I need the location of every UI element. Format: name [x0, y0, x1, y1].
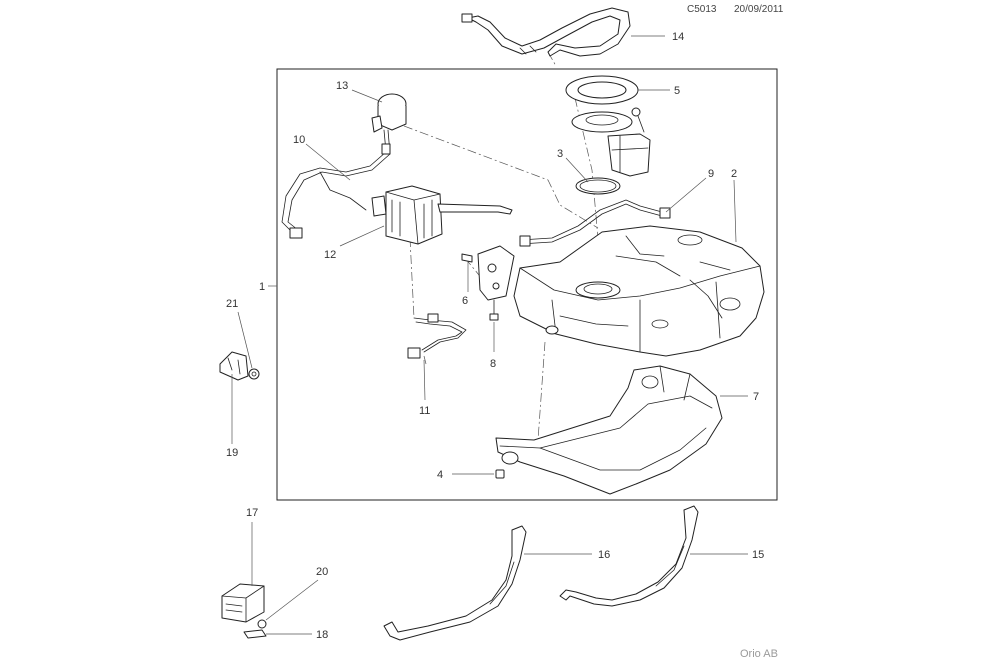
- callout-10: 10: [293, 134, 305, 146]
- callout-8: 8: [490, 358, 496, 370]
- callout-1: 1: [259, 281, 265, 293]
- callout-3: 3: [557, 148, 563, 160]
- heat-shield-part: [495, 365, 723, 495]
- bracket-part: [461, 245, 515, 301]
- fuel-tank-part: [513, 225, 765, 357]
- wiring-harness-part: [281, 129, 391, 239]
- clip-part: [243, 619, 267, 639]
- vent-line-part: [519, 199, 671, 247]
- charcoal-canister-part: [371, 185, 513, 245]
- locking-ring-part: [565, 75, 639, 105]
- fuel-pump-part: [571, 107, 651, 177]
- callout-21: 21: [226, 298, 238, 310]
- callout-11: 11: [419, 405, 430, 417]
- control-module-part: [221, 583, 265, 623]
- callout-labels: 1 2 3 4 5 6 7 8 9 10 11 12 13 14 15 16 1…: [226, 31, 764, 641]
- screw-part: [489, 299, 499, 321]
- callout-4: 4: [437, 469, 443, 481]
- diagram-code: C5013: [687, 4, 717, 15]
- callout-6: 6: [462, 295, 468, 307]
- callout-9: 9: [708, 168, 714, 180]
- leader-lines: [231, 35, 748, 635]
- callout-15: 15: [752, 549, 764, 561]
- assembly-frame: [276, 68, 778, 501]
- callout-16: 16: [598, 549, 610, 561]
- callout-12: 12: [324, 249, 336, 261]
- callout-7: 7: [753, 391, 759, 403]
- filler-hose-part: [461, 7, 631, 57]
- callout-14: 14: [672, 31, 684, 43]
- seal-ring-part: [575, 177, 621, 195]
- callout-5: 5: [674, 85, 680, 97]
- side-bracket-part: [219, 351, 260, 381]
- callout-19: 19: [226, 447, 238, 459]
- diagram-date: 20/09/2011: [734, 4, 784, 15]
- callout-18: 18: [316, 629, 328, 641]
- tank-strap-left-part: [383, 525, 527, 641]
- callout-20: 20: [316, 566, 328, 578]
- nut-part: [495, 469, 505, 479]
- tank-strap-right-part: [559, 505, 699, 607]
- valve-part: [371, 93, 407, 133]
- alignment-lines: [387, 51, 601, 441]
- callout-13: 13: [336, 80, 348, 92]
- pipe-part: [407, 313, 467, 359]
- callout-17: 17: [246, 507, 258, 519]
- publisher-label: Orio AB: [740, 648, 778, 660]
- callout-2: 2: [731, 168, 737, 180]
